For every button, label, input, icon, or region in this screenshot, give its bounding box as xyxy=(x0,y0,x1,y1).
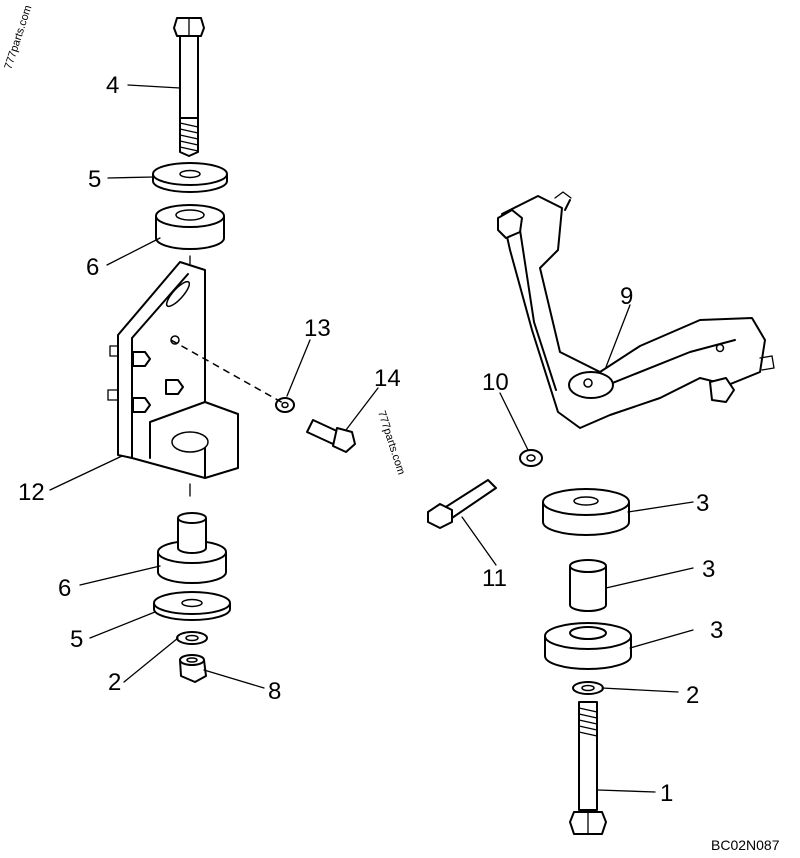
rubber-mount-part-6-bottom xyxy=(157,512,227,584)
lock-washer-part-2-right xyxy=(572,681,604,695)
washer-part-5-bottom xyxy=(153,591,231,621)
bolt-part-4 xyxy=(173,17,205,157)
rubber-mount-part-6-top xyxy=(155,204,225,250)
callout-11: 11 xyxy=(482,565,507,592)
sleeve-part-3-mid xyxy=(569,559,607,612)
callout-5-top: 5 xyxy=(88,166,101,193)
watermark-top-left: 777parts.com xyxy=(2,4,34,71)
lock-washer-part-2-left xyxy=(176,631,208,645)
callout-3-bottom: 3 xyxy=(710,617,723,644)
leader-lines xyxy=(49,84,694,793)
figure-code: BC02N087 xyxy=(711,837,780,853)
callout-13: 13 xyxy=(304,315,331,342)
nut-part-8 xyxy=(179,654,207,683)
callout-4: 4 xyxy=(106,72,119,99)
callout-14: 14 xyxy=(374,365,401,392)
bracket-part-12 xyxy=(107,261,239,479)
rubber-bushing-part-3-top xyxy=(542,488,630,536)
callout-6-bottom: 6 xyxy=(58,575,71,602)
callout-10: 10 xyxy=(482,369,509,396)
callout-3-top: 3 xyxy=(696,490,709,517)
callout-5-bottom: 5 xyxy=(70,626,83,653)
callout-3-mid: 3 xyxy=(702,556,715,583)
bolt-part-1 xyxy=(569,701,607,835)
callout-2-left: 2 xyxy=(108,669,121,696)
callout-2-right: 2 xyxy=(686,682,699,709)
bolt-part-14 xyxy=(306,419,356,453)
callout-1: 1 xyxy=(660,780,673,807)
washer-part-10 xyxy=(519,449,543,467)
rubber-bushing-part-3-bottom xyxy=(544,622,632,670)
washer-part-5-top xyxy=(152,162,228,193)
mounting-arm-part-9 xyxy=(497,191,775,429)
callout-8: 8 xyxy=(268,678,281,705)
callout-9: 9 xyxy=(620,283,633,310)
watermark-center: 777parts.com xyxy=(375,409,407,476)
bolt-part-11 xyxy=(427,479,497,529)
callout-6-top: 6 xyxy=(86,254,99,281)
callout-12: 12 xyxy=(18,479,45,506)
